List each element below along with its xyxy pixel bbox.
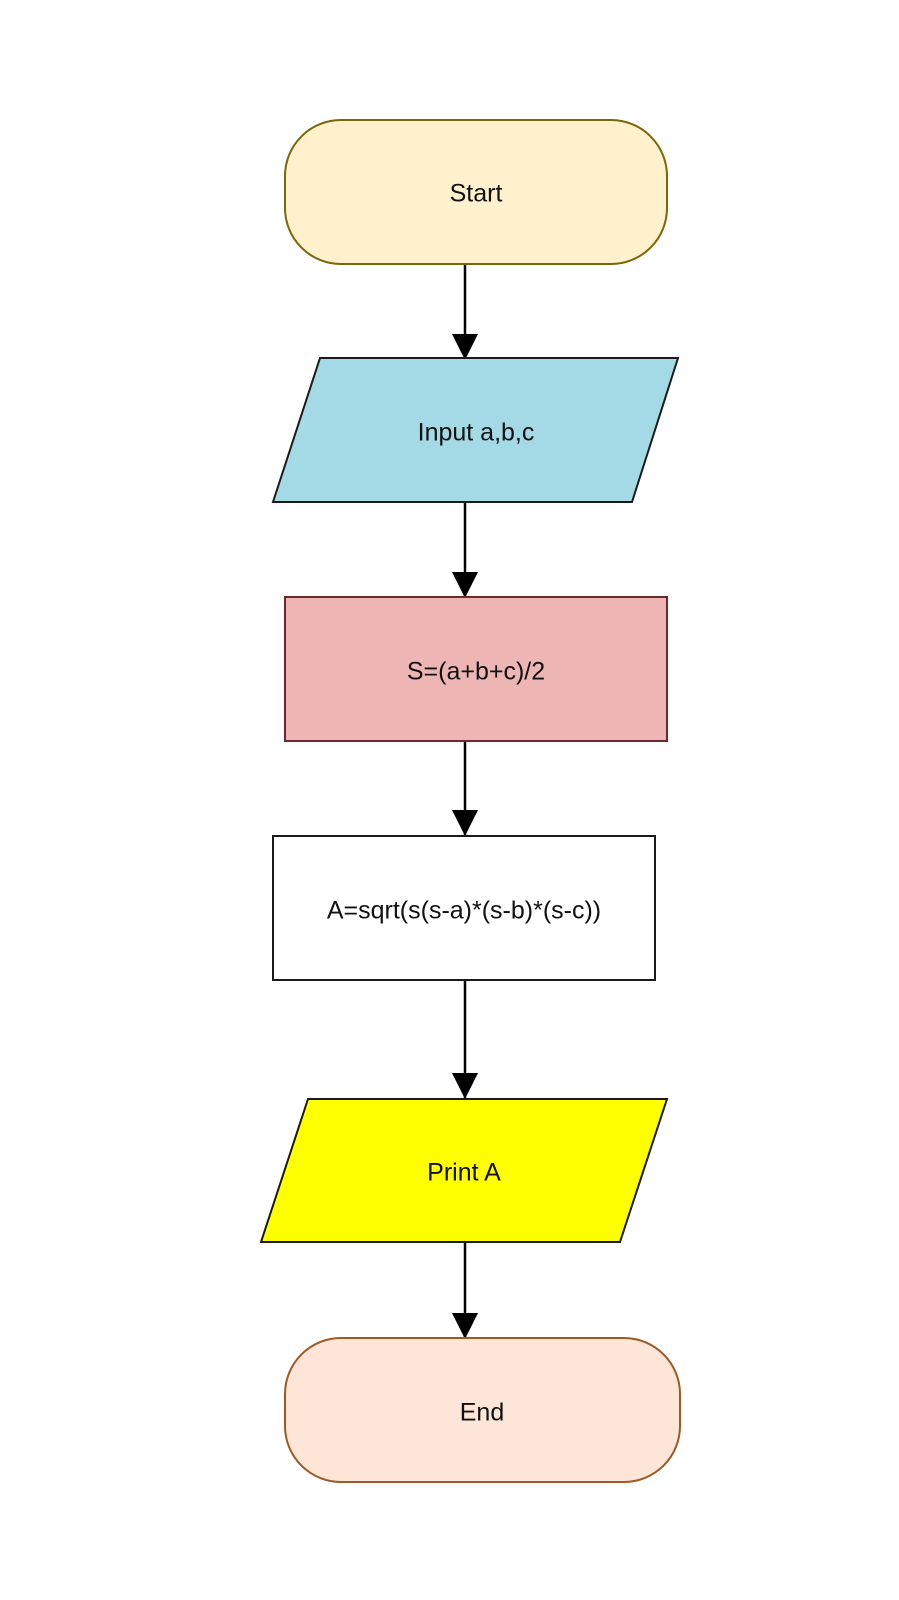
arrowhead-print-to-end: [452, 1313, 478, 1339]
arrowhead-input-to-compute-s: [452, 572, 478, 598]
node-input: Input a,b,c: [271, 357, 680, 503]
input-parallelogram-shape: [271, 357, 680, 503]
end-terminal-shape: [284, 1337, 681, 1483]
print-parallelogram-shape: [259, 1098, 669, 1243]
node-compute-a: A=sqrt(s(s-a)*(s-b)*(s-c)): [272, 835, 656, 981]
arrowhead-start-to-input: [452, 334, 478, 360]
compute-a-process-shape: [272, 835, 656, 981]
compute-s-process-shape: [284, 596, 668, 742]
input-label: Input a,b,c: [418, 419, 535, 447]
compute-s-label: S=(a+b+c)/2: [407, 658, 545, 686]
start-label: Start: [450, 180, 503, 208]
end-label: End: [460, 1399, 504, 1427]
node-compute-s: S=(a+b+c)/2: [284, 596, 668, 742]
node-end: End: [284, 1337, 681, 1483]
start-terminal-shape: [284, 119, 668, 265]
edges: [452, 264, 478, 1339]
compute-a-label: A=sqrt(s(s-a)*(s-b)*(s-c)): [327, 897, 601, 925]
arrowhead-compute-s-to-compute-a: [452, 810, 478, 836]
print-label: Print A: [427, 1159, 501, 1187]
node-print: Print A: [259, 1098, 669, 1243]
arrowhead-compute-a-to-print: [452, 1073, 478, 1099]
node-start: Start: [284, 119, 668, 265]
